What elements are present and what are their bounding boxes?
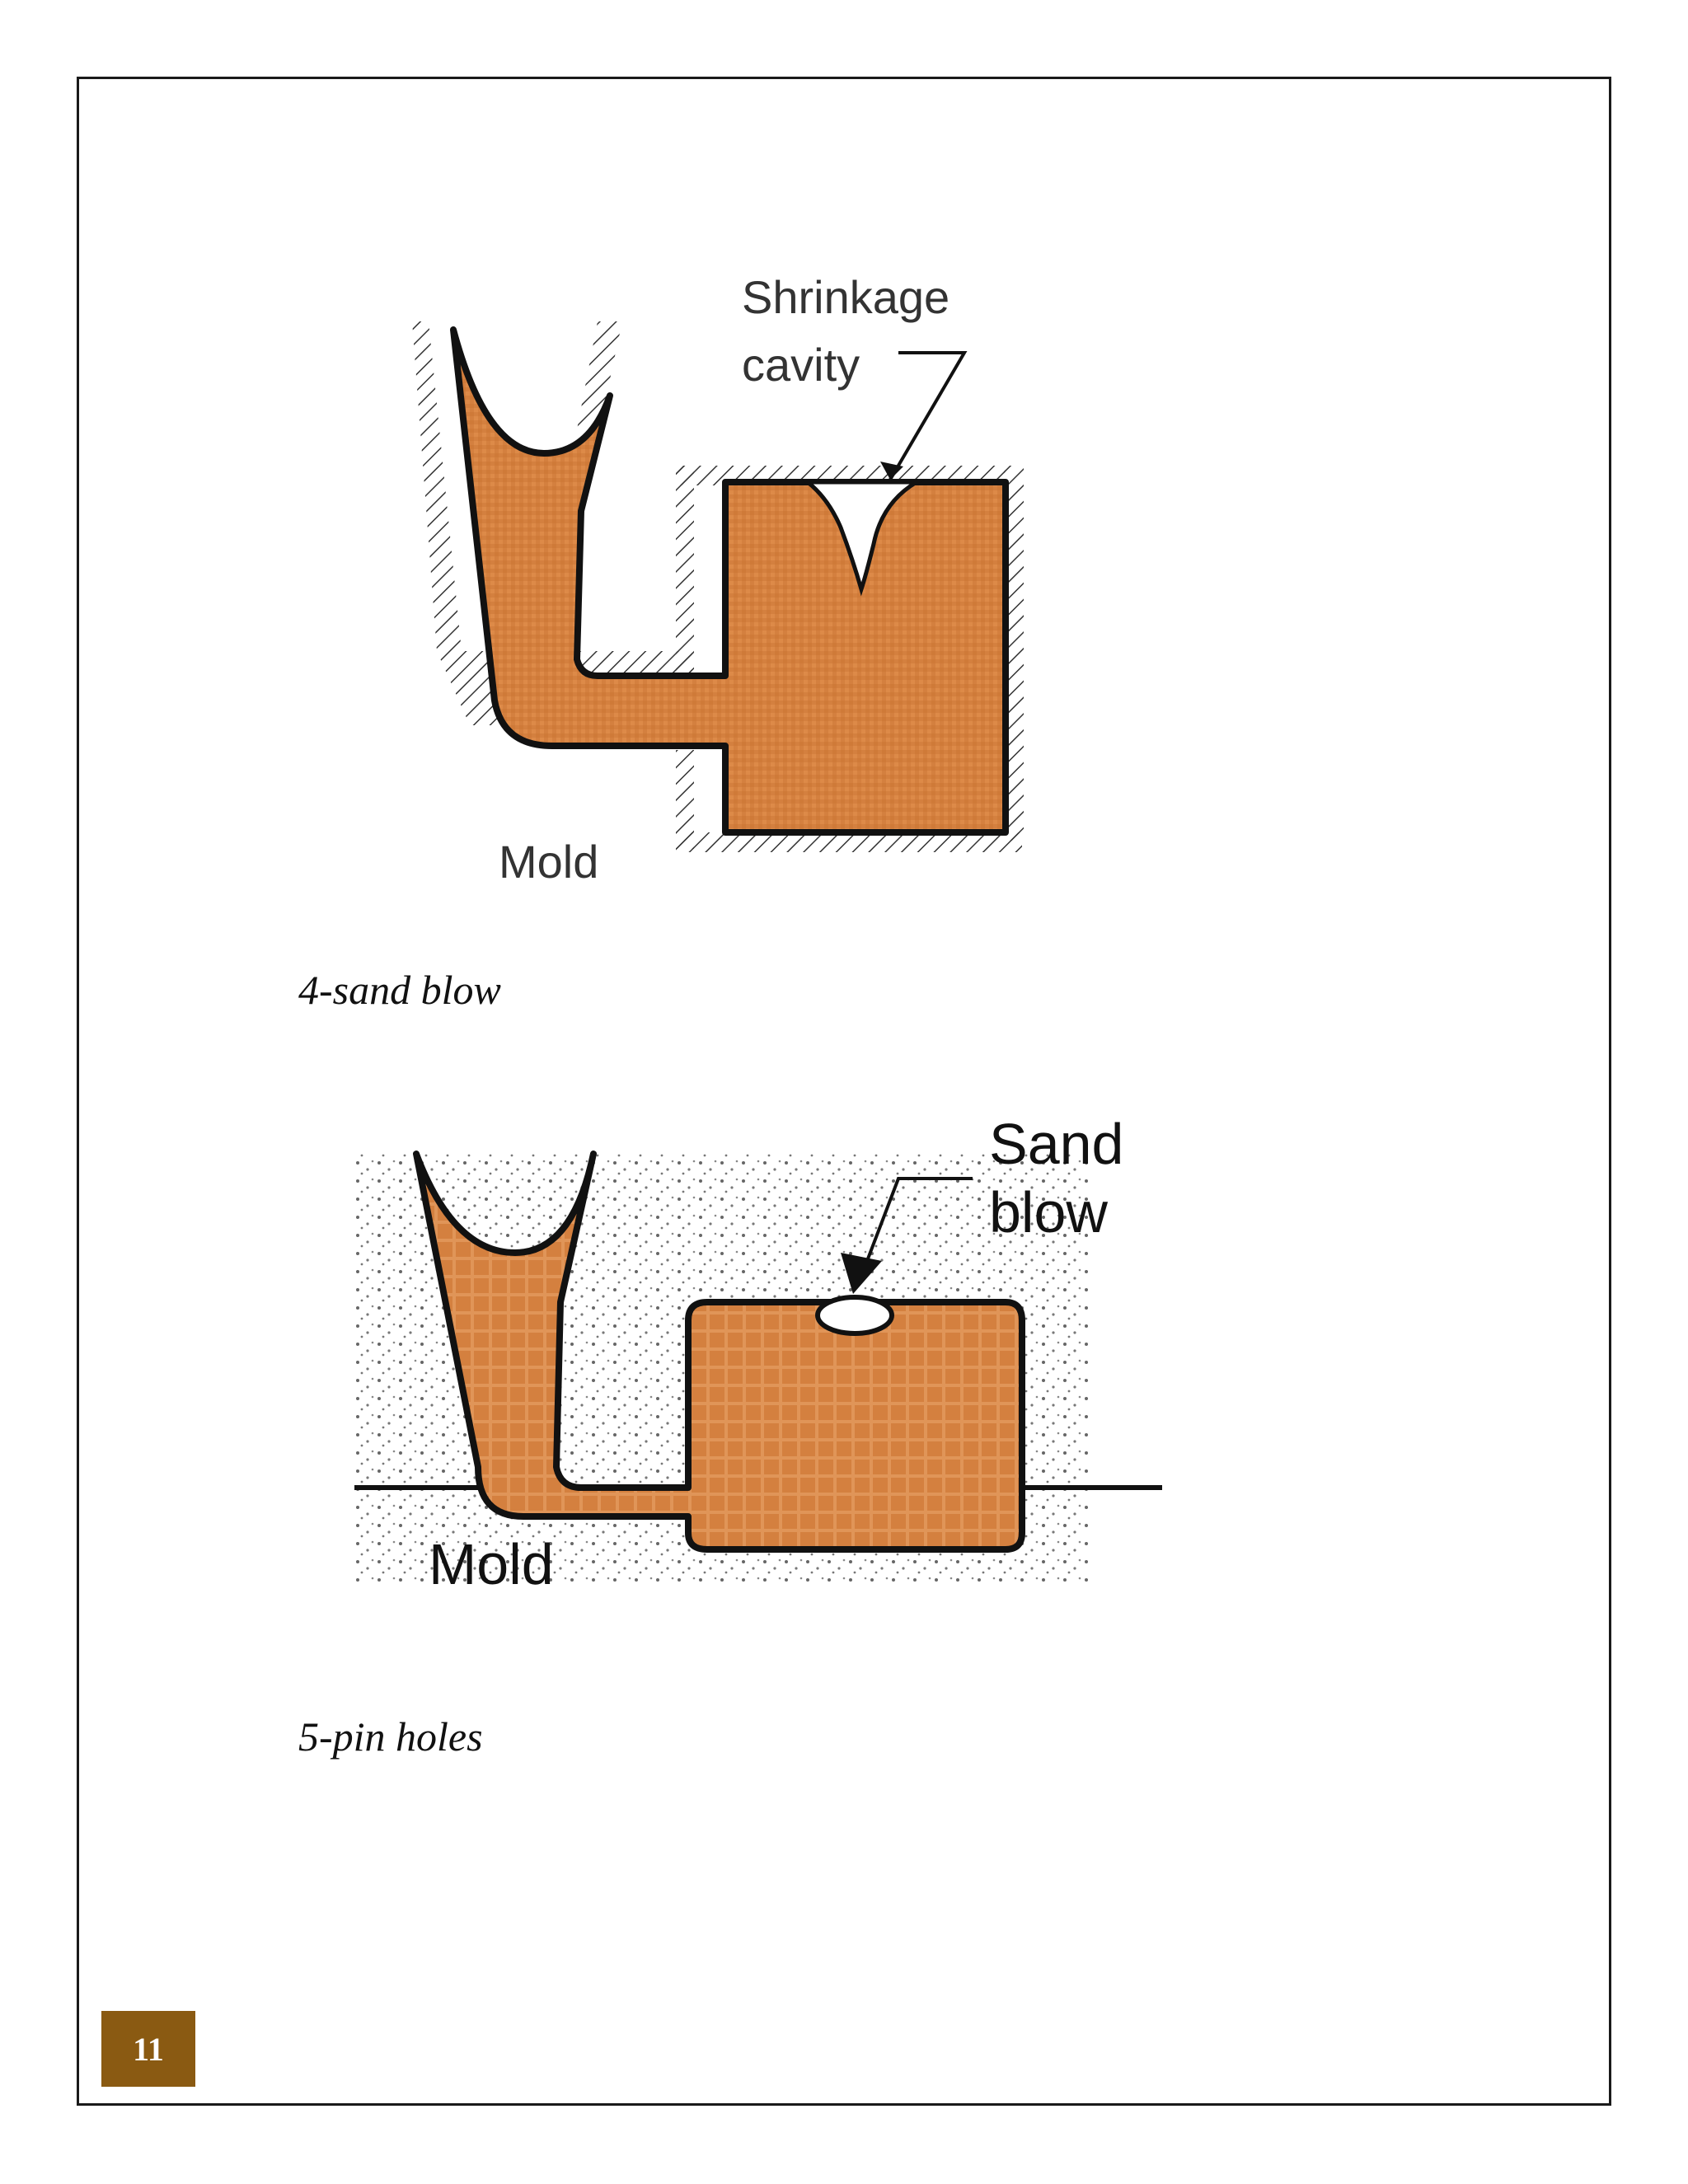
shrinkage-cavity	[801, 480, 925, 597]
sand-blow-arrow-head	[841, 1253, 882, 1294]
sand-blow-void	[815, 1295, 894, 1336]
sand-blow-label-line1: Sand	[989, 1112, 1123, 1176]
shrinkage-label-line2: cavity	[742, 339, 860, 391]
caption-pin-holes: 5-pin holes	[298, 1713, 483, 1760]
shrinkage-arrow-head	[880, 462, 903, 480]
molten-metal-shape	[413, 1151, 1025, 1553]
mold-label: Mold	[429, 1532, 554, 1596]
mold-label: Mold	[499, 836, 598, 888]
sand-blow-diagram: Sand blow Mold	[354, 1112, 1162, 1596]
shrinkage-label-line1: Shrinkage	[742, 271, 950, 323]
shrinkage-cavity-diagram: Shrinkage cavity Mold	[412, 271, 1024, 888]
sand-blow-label-line2: blow	[989, 1180, 1108, 1244]
shrinkage-leader-line	[889, 351, 968, 481]
page-border	[77, 77, 1611, 2106]
caption-sand-blow: 4-sand blow	[298, 967, 501, 1013]
page-number-badge: 11	[101, 2011, 195, 2087]
molten-metal-shape	[450, 326, 1009, 836]
sand-blow-leader-line	[865, 1177, 973, 1262]
